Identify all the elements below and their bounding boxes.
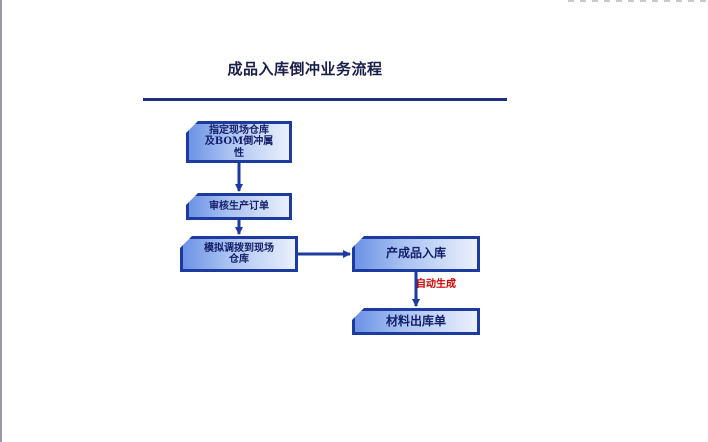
node-text: 产成品入库 bbox=[385, 246, 446, 261]
top-dotted-line bbox=[568, 0, 708, 2]
node-material-outbound: 材料出库单 bbox=[352, 308, 480, 335]
node-text: 指定现场仓库 bbox=[208, 124, 269, 136]
node-text: 性 bbox=[233, 147, 244, 159]
auto-generate-label: 自动生成 bbox=[416, 279, 456, 290]
node-product-inbound: 产成品入库 bbox=[352, 236, 480, 272]
diagram-title: 成品入库倒冲业务流程 bbox=[227, 60, 383, 78]
title-underline bbox=[143, 98, 507, 101]
node-simulate-transfer: 模拟调拨到现场 仓库 bbox=[180, 236, 298, 272]
node-text: 及BOM倒冲属 bbox=[204, 136, 274, 148]
node-text: 材料出库单 bbox=[385, 313, 446, 328]
node-text: 仓库 bbox=[229, 254, 249, 265]
node-review-order: 审核生产订单 bbox=[186, 193, 292, 220]
left-border bbox=[0, 0, 2, 442]
node-text: 审核生产订单 bbox=[209, 200, 269, 212]
node-text: 模拟调拨到现场 bbox=[204, 242, 274, 254]
node-specify-warehouse: 指定现场仓库 及BOM倒冲属 性 bbox=[186, 121, 292, 163]
